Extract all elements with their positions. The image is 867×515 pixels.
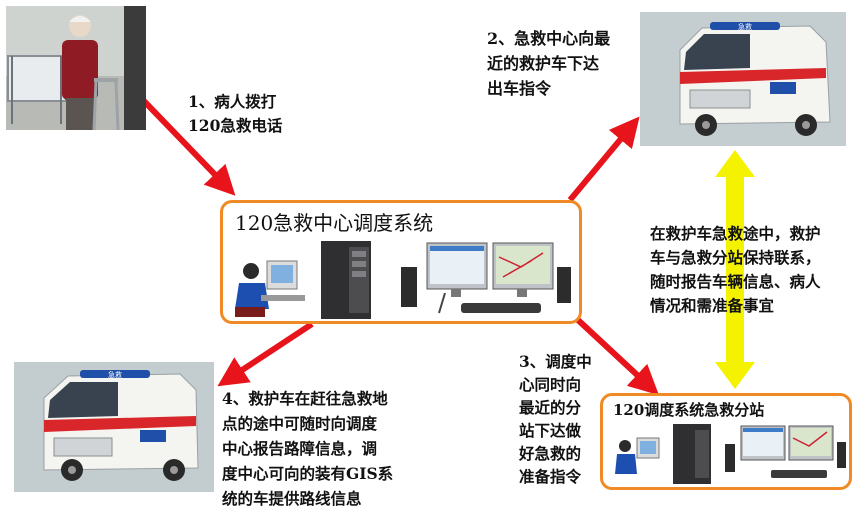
ambulance-photo-top: 急救 bbox=[640, 12, 846, 146]
step4-caption: 4、救护车在赶往急救地 点的途中可随时向调度 中心报告路障信息，调 度中心可向的… bbox=[222, 389, 394, 508]
ambulance-photo-bottom: 急救 bbox=[14, 362, 214, 492]
arrow-center-to-field-ambulance bbox=[217, 321, 314, 387]
arrow-center-to-ambulance bbox=[567, 116, 640, 202]
arrow-patient-to-center bbox=[140, 97, 236, 196]
ambulance-bottom-roof-text: 急救 bbox=[108, 370, 122, 379]
operator-figure bbox=[235, 260, 305, 317]
patient-photo bbox=[6, 6, 146, 130]
substation-equipment-illustration bbox=[615, 424, 846, 484]
microphone bbox=[438, 292, 446, 314]
speaker-right bbox=[557, 267, 571, 303]
center-dispatch-box: 120急救中心调度系统 bbox=[220, 200, 582, 324]
step1-caption: 1、病人拨打 120急救电话 bbox=[188, 92, 283, 135]
keyboard bbox=[461, 303, 541, 313]
center-equipment-illustration bbox=[235, 241, 571, 319]
double-arrow-communication bbox=[715, 150, 755, 389]
substation-title: 120调度系统急救分站 bbox=[613, 401, 765, 419]
center-dispatch-title: 120急救中心调度系统 bbox=[235, 211, 434, 235]
dual-monitors bbox=[426, 242, 554, 297]
server-tower bbox=[321, 241, 371, 319]
speaker-left bbox=[401, 267, 417, 307]
ambulance-roof-text: 急救 bbox=[738, 22, 752, 31]
arrow-center-to-substation bbox=[575, 317, 659, 396]
step2-caption: 2、急救中心向最 近的救护车下达 出车指令 bbox=[487, 29, 611, 98]
communication-caption: 在救护车急救途中，救护 车与急救分站保持联系， 随时报告车辆信息、病人 情况和需… bbox=[650, 224, 821, 315]
substation-box: 120调度系统急救分站 bbox=[600, 393, 852, 490]
step3-caption: 3、调度中 心同时向 最近的分 站下达做 好急救的 准备指令 bbox=[519, 352, 592, 486]
